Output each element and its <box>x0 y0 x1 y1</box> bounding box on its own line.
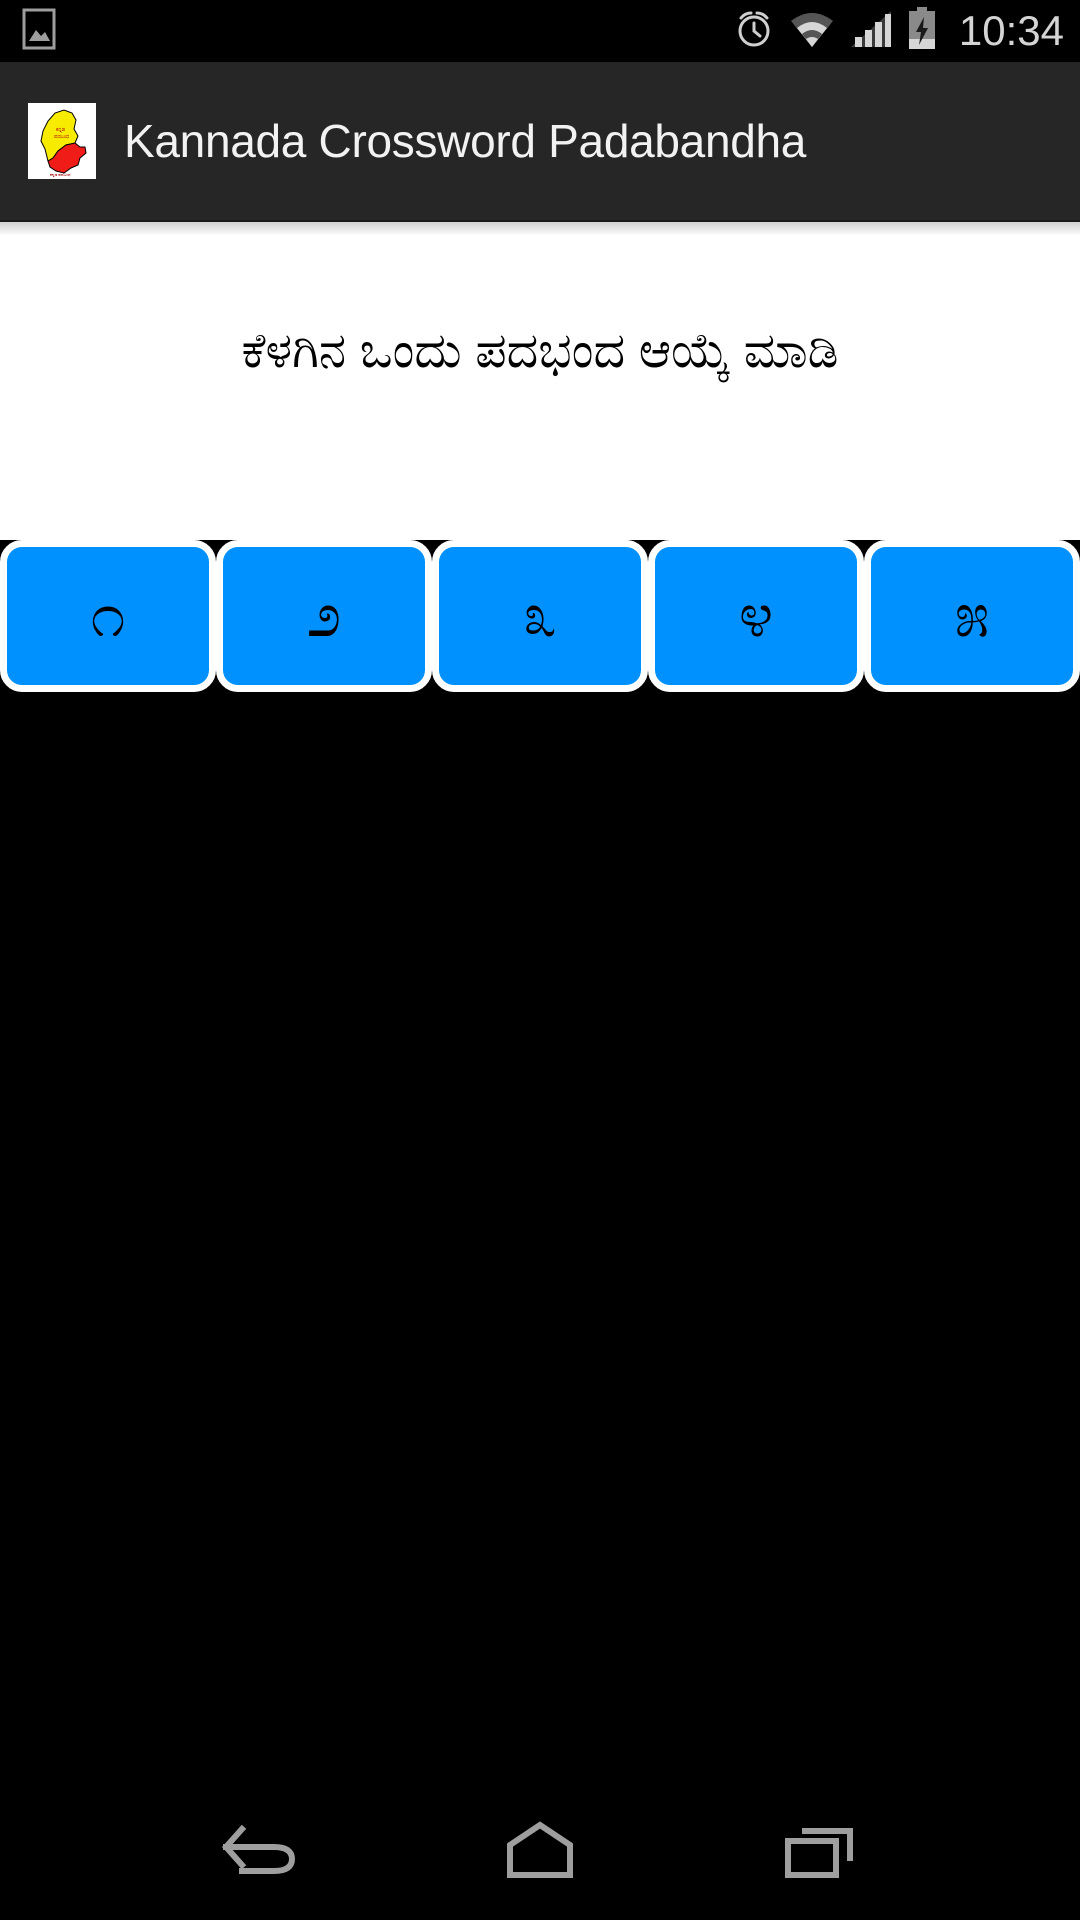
home-icon[interactable] <box>470 1805 610 1895</box>
status-bar-system-icons: 10:34 <box>733 6 1064 56</box>
crossword-button-2[interactable]: ೨ <box>216 540 432 692</box>
wifi-icon <box>789 9 835 54</box>
status-bar-notifications <box>22 8 56 55</box>
crossword-button-4[interactable]: ೪ <box>648 540 864 692</box>
navigation-bar <box>0 1780 1080 1920</box>
crossword-button-1[interactable]: ೧ <box>0 540 216 692</box>
cellular-signal-icon <box>849 9 893 54</box>
crossword-button-5[interactable]: ೫ <box>864 540 1080 692</box>
crossword-button-3[interactable]: ೩ <box>432 540 648 692</box>
recent-apps-icon[interactable] <box>750 1805 890 1895</box>
content-area: ಕೆಳಗಿನ ಒಂದು ಪದಭಂದ ಆಯ್ಕೆ ಮಾಡಿ <box>0 222 1080 540</box>
app-title: Kannada Crossword Padabandha <box>124 115 807 167</box>
action-bar: ಕನ್ನಡ ಪದಬಂಧ ಕನ್ನಡ ಪದಬಂಧ Kannada Crosswor… <box>0 62 1080 222</box>
svg-text:ಕನ್ನಡ: ಕನ್ನಡ <box>56 127 65 133</box>
alarm-icon <box>733 8 775 55</box>
image-icon <box>22 8 56 55</box>
empty-list-area <box>0 692 1080 1780</box>
svg-text:ಕನ್ನಡ ಪದಬಂಧ: ಕನ್ನಡ ಪದಬಂಧ <box>50 172 71 178</box>
back-arrow-icon[interactable] <box>190 1805 330 1895</box>
status-bar-clock: 10:34 <box>958 7 1064 54</box>
crossword-button-row: ೧ ೨ ೩ ೪ ೫ <box>0 540 1080 692</box>
karnataka-map-logo: ಕನ್ನಡ ಪದಬಂಧ ಕನ್ನಡ ಪದಬಂಧ <box>28 103 96 179</box>
prompt-label: ಕೆಳಗಿನ ಒಂದು ಪದಭಂದ ಆಯ್ಕೆ ಮಾಡಿ <box>241 324 839 378</box>
battery-charging-icon <box>907 6 937 56</box>
status-bar: 10:34 <box>0 0 1080 62</box>
svg-text:ಪದಬಂಧ: ಪದಬಂಧ <box>54 134 70 140</box>
